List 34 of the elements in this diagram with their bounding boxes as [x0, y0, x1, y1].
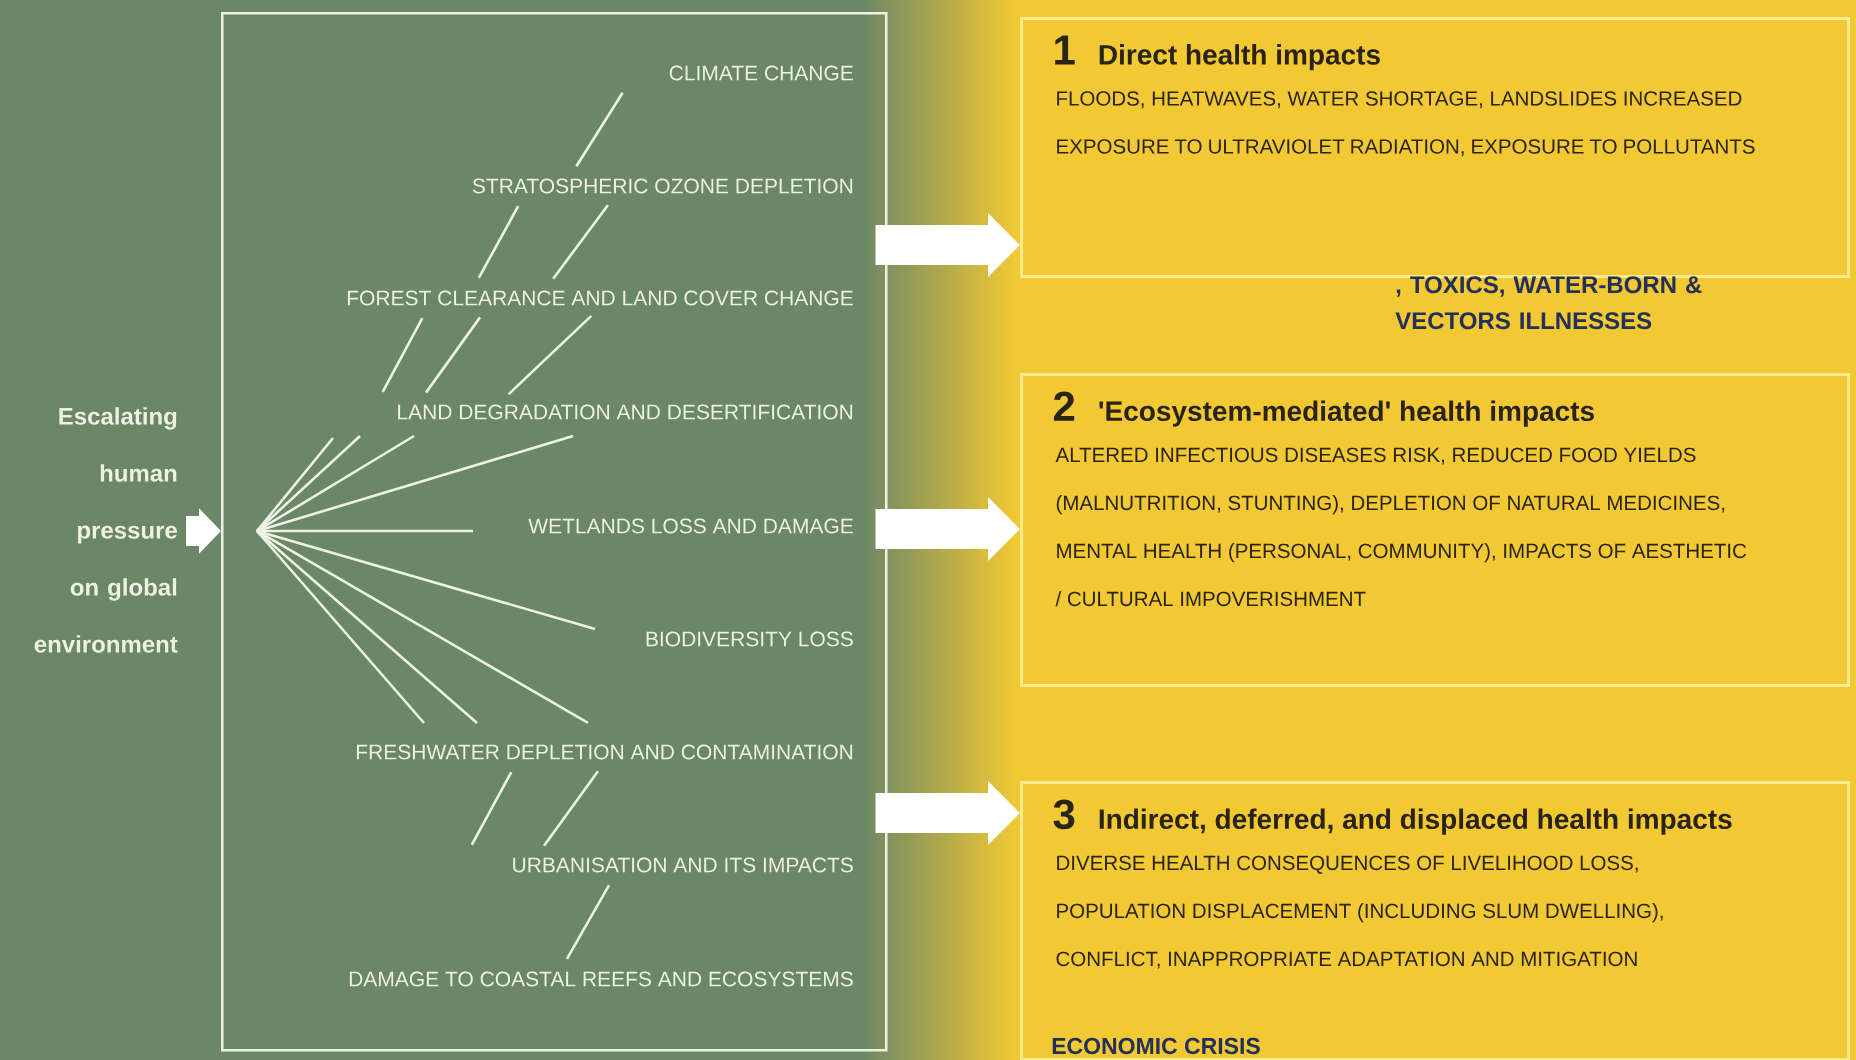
pressure-label: Escalating human pressure on global environment [34, 407, 178, 653]
factor-label: BIODIVERSITY LOSS [646, 631, 853, 647]
impact-heading: Direct health impacts [1099, 44, 1380, 71]
connector-line [424, 316, 482, 394]
impact-description: FLOODS, HEATWAVES, WATER SHORTAGE, LANDSLIDES INCREASED EXPOSURE TO ULTRAVIOLET RADIATION, EXPOSURE TO POLLUTANTS [1057, 91, 1755, 157]
impact-number: 3 [1053, 799, 1075, 830]
connector-line [552, 204, 609, 280]
factor-label: FOREST CLEARANCE AND LAND COVER CHANGE [347, 290, 853, 306]
connector-line [470, 771, 513, 846]
factor-label: DAMAGE TO COASTAL REEFS AND ECOSYSTEMS [349, 971, 853, 987]
impact-description: ALTERED INFECTIOUS DISEASES RISK, REDUCED FOOD YIELDS (MALNUTRITION, STUNTING), DEPLETION OF NATURAL MEDICINES, MENTAL HEALTH (PERSONAL, COMMUNITY), IMPACTS OF AESTHETIC / CULTURAL IMPOVERISHMENT [1055, 447, 1747, 607]
impact-heading: 'Ecosystem-mediated' health impacts [1099, 400, 1594, 427]
factor-label: WETLANDS LOSS AND DAMAGE [528, 518, 853, 534]
connector-line [381, 317, 424, 393]
connector-line [543, 770, 599, 847]
note-label: , TOXICS, WATER-BORN & VECTORS ILLNESSES [1395, 276, 1702, 330]
factor-label: LAND DEGRADATION AND DESERTIFICATION [398, 404, 853, 420]
factor-label: URBANISATION AND ITS IMPACTS [513, 857, 853, 873]
impact-box [1020, 781, 1850, 1060]
impact-heading: Indirect, deferred, and displaced health impacts [1099, 808, 1732, 835]
factor-label: CLIMATE CHANGE [669, 65, 853, 81]
frame-box [221, 12, 888, 1052]
impact-box [1020, 373, 1850, 687]
impact-description: DIVERSE HEALTH CONSEQUENCES OF LIVELIHOOD LOSS, POPULATION DISPLACEMENT (INCLUDING SLUM DWELLING), CONFLICT, INAPPROPRIATE ADAPTATION AND MITIGATION [1056, 855, 1663, 969]
factor-label: FRESHWATER DEPLETION AND CONTAMINATION [356, 744, 853, 760]
impact-number: 2 [1053, 391, 1075, 421]
connector-line [507, 314, 593, 396]
connector-line [477, 205, 520, 279]
impact-number: 1 [1055, 35, 1075, 65]
connector-line [565, 884, 611, 960]
note-label: ECONOMIC CRISIS [1052, 1037, 1260, 1055]
factor-label: STRATOSPHERIC OZONE DEPLETION [472, 178, 853, 194]
connector-line [575, 92, 624, 167]
impact-box [1020, 17, 1850, 278]
